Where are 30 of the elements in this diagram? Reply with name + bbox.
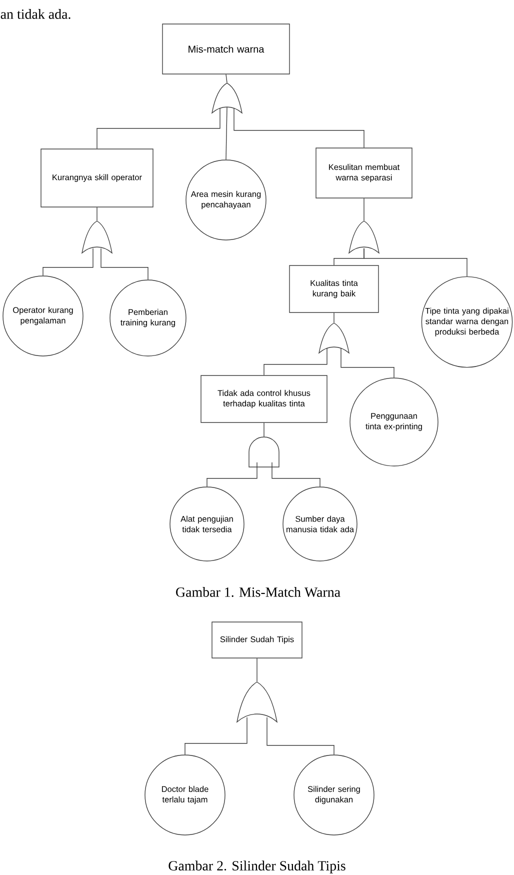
connector-line <box>340 348 394 378</box>
connector-line <box>256 658 258 682</box>
or-gate-symbol <box>348 220 380 254</box>
connector-line <box>234 108 364 148</box>
connector-line <box>96 207 98 221</box>
connector-line <box>96 108 220 149</box>
connector-line <box>42 248 94 276</box>
connector-line <box>206 462 258 487</box>
connector-line <box>264 348 328 376</box>
figure-caption: Gambar 1. Mis-Match Warna <box>176 587 340 597</box>
connector-line <box>272 462 320 487</box>
connector-line <box>364 248 468 277</box>
or-gate-symbol <box>82 220 112 254</box>
event-box: Kualitas tinta kurang baik <box>289 265 379 313</box>
event-box: Mis-match warna <box>162 24 290 74</box>
or-gate-symbol <box>318 322 350 354</box>
connector-line <box>184 717 248 755</box>
connector-line <box>100 248 148 280</box>
connector-line <box>226 107 228 160</box>
or-gate-symbol <box>236 682 278 722</box>
figure-caption: Gambar 2. Silinder Sudah Tipis <box>168 860 346 874</box>
or-gate-symbol <box>212 82 242 114</box>
cut-off-text: an tidak ada. <box>0 9 70 19</box>
event-box: Tidak ada control khusus terhadap kualitas tinta <box>200 375 328 423</box>
event-box: Silinder Sudah Tipis <box>212 622 302 658</box>
connector-line <box>226 74 228 83</box>
and-gate-symbol <box>248 436 280 468</box>
event-box: Kesulitan membuat warna separasi <box>316 148 412 198</box>
connector-line <box>266 717 334 755</box>
event-box: Kurangnya skill operator <box>40 148 154 208</box>
